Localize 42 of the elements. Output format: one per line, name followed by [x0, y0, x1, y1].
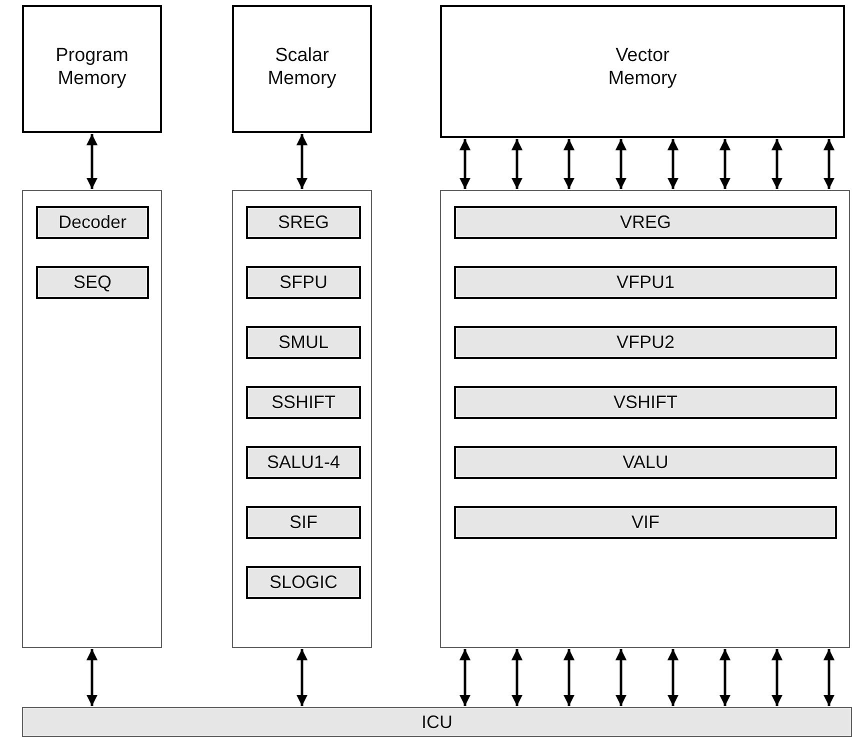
unit-column-panel [232, 190, 372, 648]
double-arrow [563, 649, 575, 706]
unit-box: SLOGIC [246, 566, 361, 599]
double-arrow [823, 649, 835, 706]
double-arrow [823, 139, 835, 189]
bus-bar: ICU [22, 707, 852, 737]
unit-column-panel [440, 190, 850, 648]
double-arrow [719, 649, 731, 706]
memory-box: Program Memory [22, 5, 162, 133]
double-arrow [563, 139, 575, 189]
double-arrow [667, 139, 679, 189]
unit-box: SFPU [246, 266, 361, 299]
unit-box: SSHIFT [246, 386, 361, 419]
unit-box: VSHIFT [454, 386, 837, 419]
double-arrow [615, 139, 627, 189]
double-arrow [459, 139, 471, 189]
double-arrow [296, 649, 308, 706]
double-arrow [667, 649, 679, 706]
unit-box: Decoder [36, 206, 149, 239]
double-arrow [86, 134, 98, 189]
double-arrow [296, 134, 308, 189]
unit-box: SMUL [246, 326, 361, 359]
unit-box: VFPU2 [454, 326, 837, 359]
memory-box: Scalar Memory [232, 5, 372, 133]
double-arrow [86, 649, 98, 706]
double-arrow [459, 649, 471, 706]
unit-box: SIF [246, 506, 361, 539]
unit-box: VREG [454, 206, 837, 239]
unit-box: VFPU1 [454, 266, 837, 299]
unit-box: SREG [246, 206, 361, 239]
double-arrow [615, 649, 627, 706]
memory-box: Vector Memory [440, 5, 845, 138]
double-arrow [511, 139, 523, 189]
double-arrow [719, 139, 731, 189]
double-arrow [511, 649, 523, 706]
unit-box: SEQ [36, 266, 149, 299]
unit-box: SALU1-4 [246, 446, 361, 479]
unit-box: VALU [454, 446, 837, 479]
unit-box: VIF [454, 506, 837, 539]
double-arrow [771, 649, 783, 706]
double-arrow [771, 139, 783, 189]
unit-column-panel [22, 190, 162, 648]
